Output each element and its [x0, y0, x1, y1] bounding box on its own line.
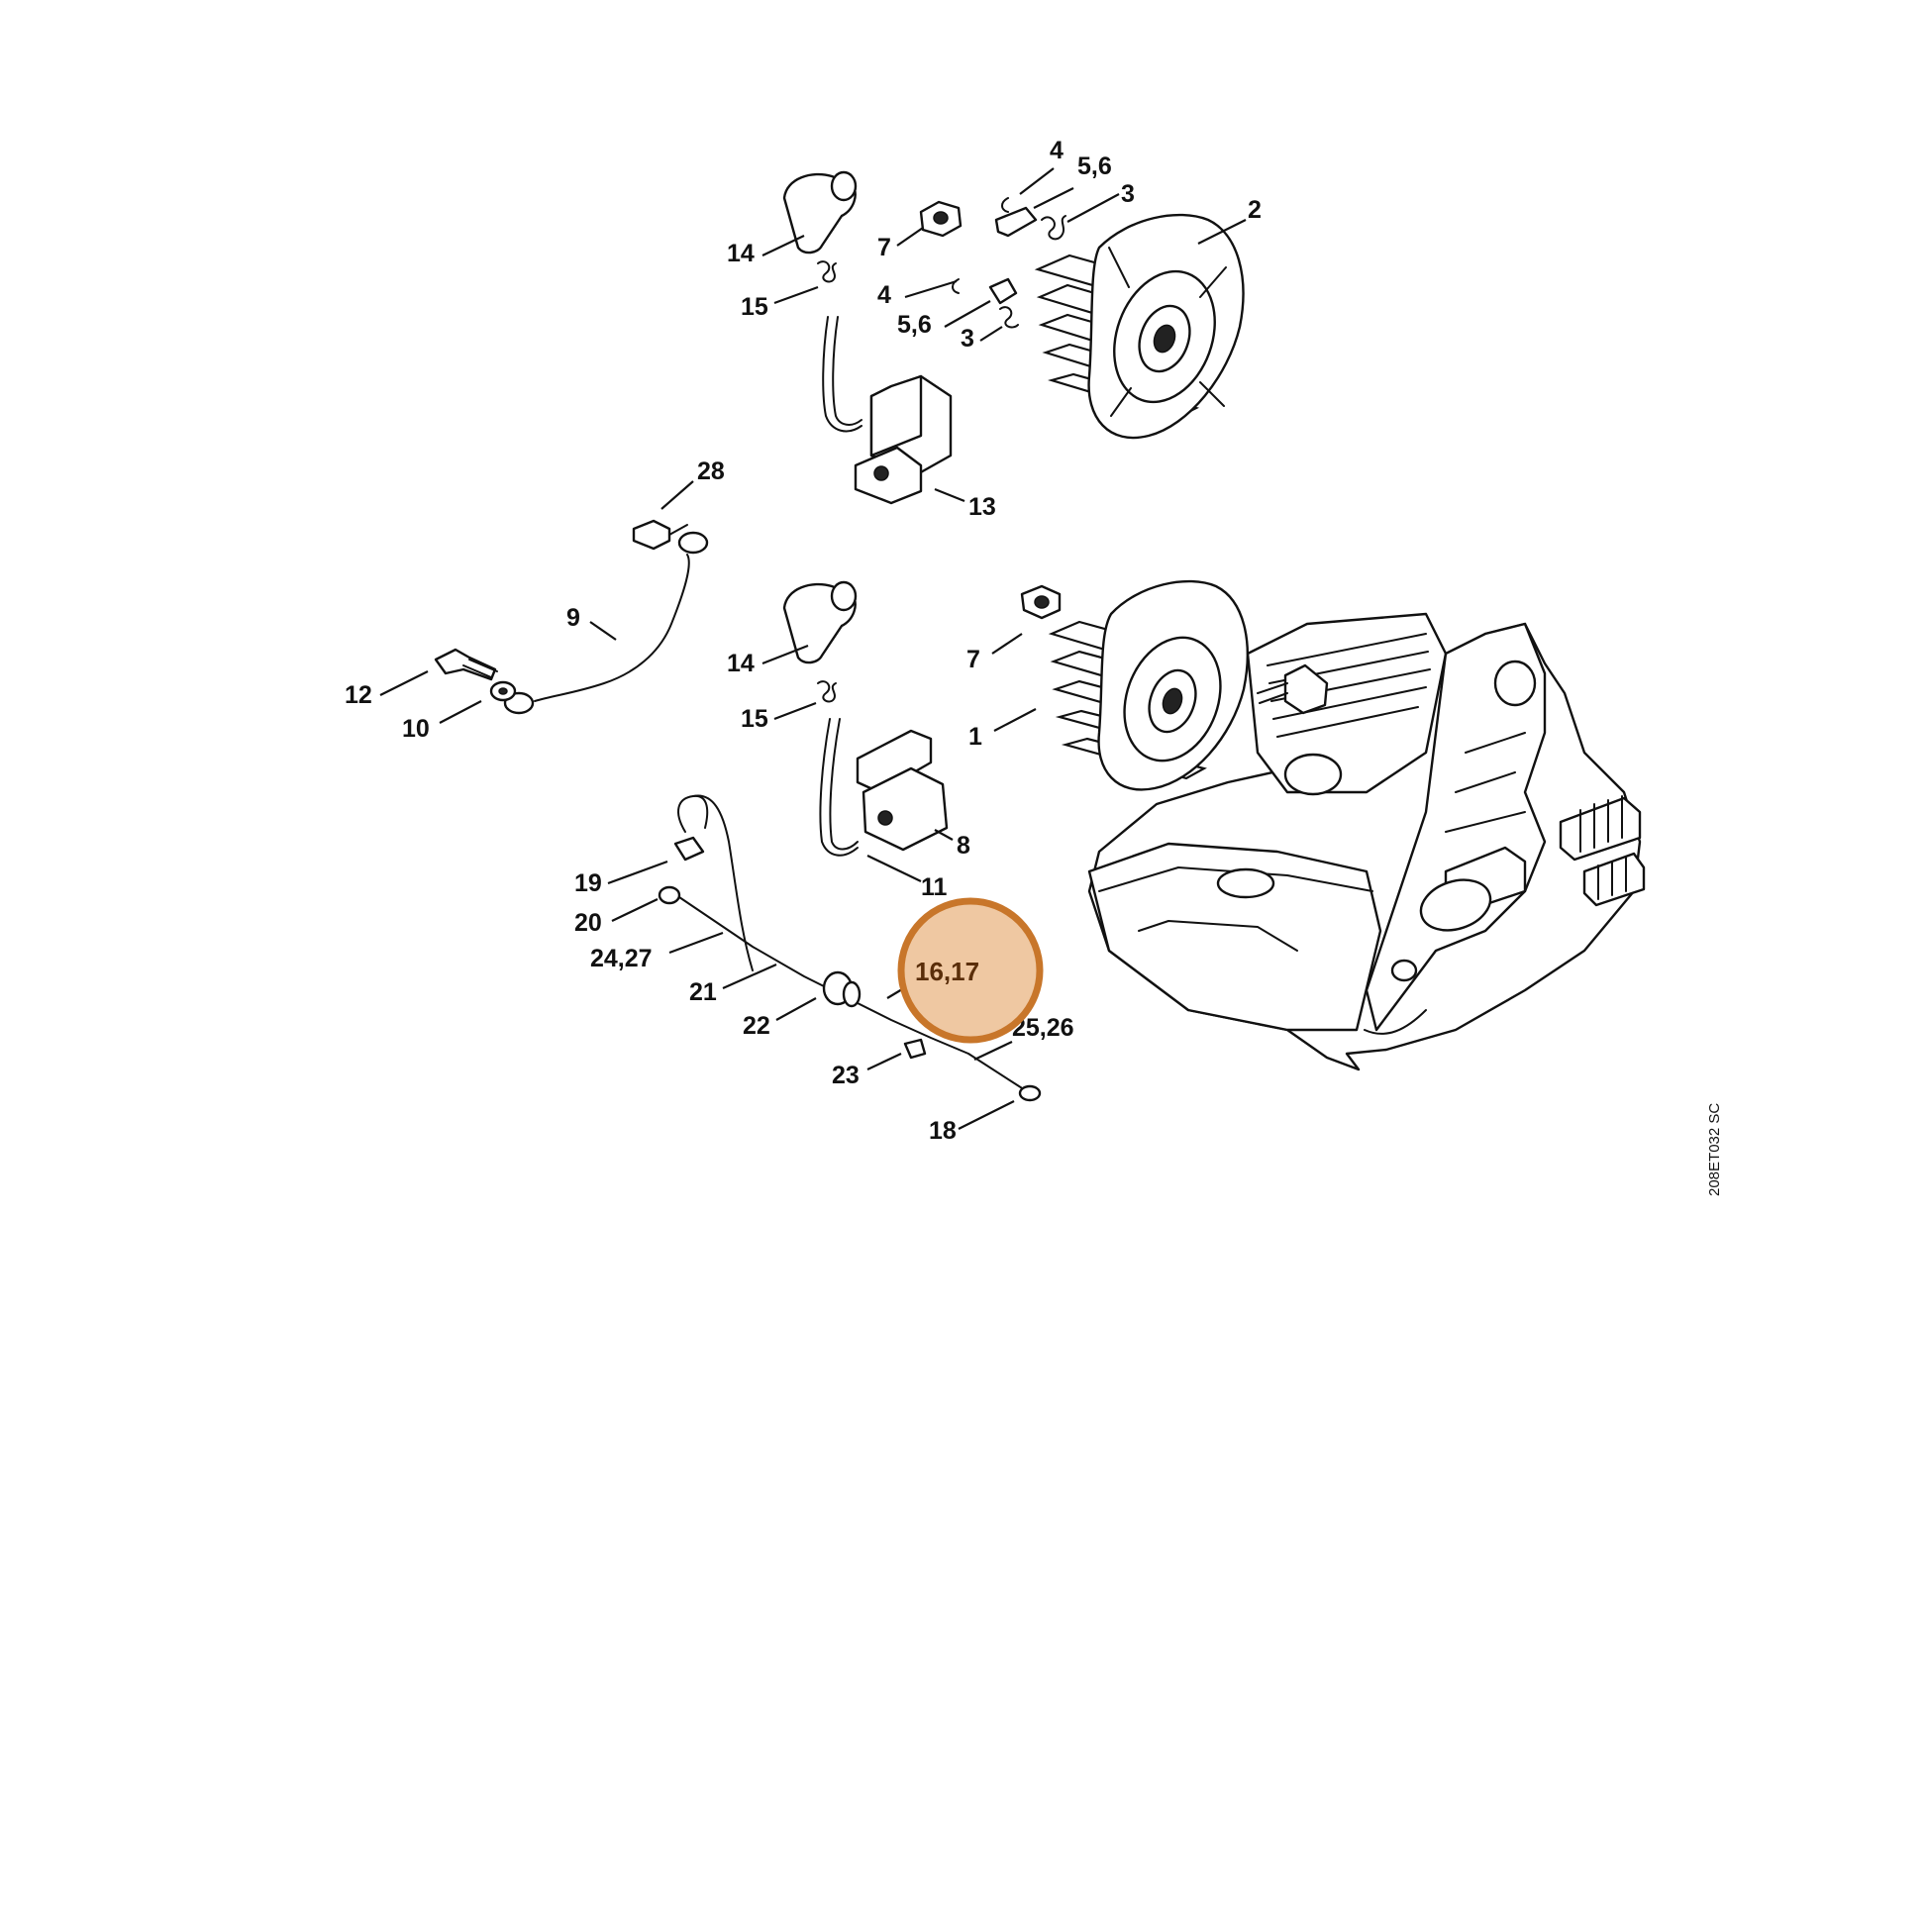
- flywheel-middle: [1020, 579, 1249, 791]
- callout-2: 2: [1248, 196, 1262, 224]
- callout-28: 28: [697, 458, 725, 485]
- callout-14-mid: 14: [727, 650, 755, 677]
- callout-24-27: 24,27: [590, 945, 653, 972]
- callout-4-top: 4: [1050, 137, 1064, 164]
- engine-housing: [1087, 612, 1646, 1071]
- callout-20: 20: [574, 909, 602, 937]
- highlight-label: 16,17: [915, 957, 979, 986]
- callout-22: 22: [743, 1012, 770, 1040]
- callout-10: 10: [402, 715, 430, 743]
- ignition-module-top: [782, 170, 953, 505]
- callout-23: 23: [832, 1062, 860, 1089]
- callout-19: 19: [574, 869, 602, 897]
- callout-9: 9: [566, 604, 580, 632]
- callout-13: 13: [968, 493, 996, 521]
- leader-lines: [379, 167, 1247, 1130]
- callout-5-6-mid: 5,6: [897, 311, 932, 339]
- callout-4-mid: 4: [877, 281, 891, 309]
- callout-15-mid: 15: [741, 705, 768, 733]
- wiring-harness: [658, 794, 1042, 1102]
- highlight-circle[interactable]: [897, 897, 1044, 1044]
- callout-12: 12: [345, 681, 372, 709]
- callout-5-6-top: 5,6: [1077, 153, 1112, 180]
- callout-labels: 14 15 7 4 5,6 3 2 4 5,6 3 13 28 9 12 10 …: [345, 137, 1262, 1145]
- ignition-module-middle: [782, 580, 949, 857]
- pawl-assembly-top: [919, 197, 1066, 329]
- callout-8: 8: [957, 832, 970, 860]
- ground-wire-assembly: [434, 519, 709, 715]
- callout-3-mid: 3: [961, 325, 974, 353]
- callout-1: 1: [968, 723, 982, 751]
- callout-14-top: 14: [727, 240, 755, 267]
- drawing-code: 208ET032 SC: [1706, 1103, 1723, 1196]
- callout-3-top: 3: [1121, 180, 1135, 208]
- callout-7-mid: 7: [966, 646, 980, 673]
- callout-7-top: 7: [877, 234, 891, 261]
- flywheel-top: [1034, 213, 1245, 440]
- highlight-callout-16-17[interactable]: 16,17: [897, 897, 1044, 1044]
- callout-11: 11: [921, 873, 948, 901]
- callout-21: 21: [689, 978, 717, 1006]
- callout-18: 18: [929, 1117, 957, 1145]
- callout-15-top: 15: [741, 293, 768, 321]
